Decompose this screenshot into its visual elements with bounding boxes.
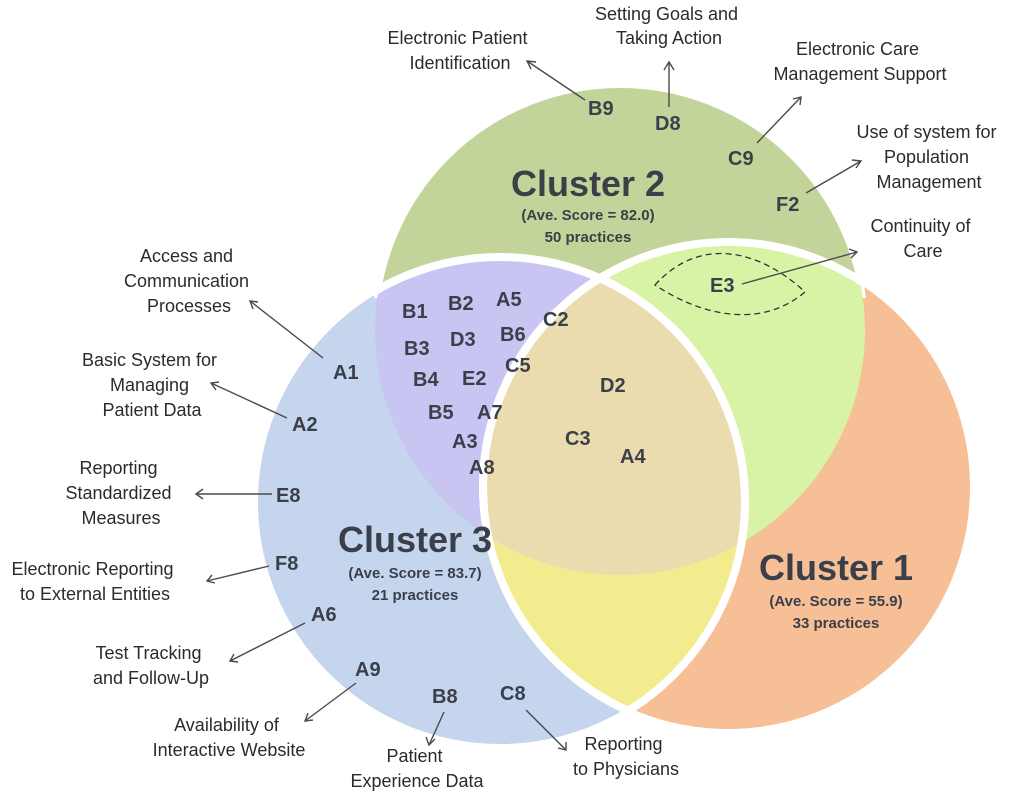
cluster-1-practices: 33 practices	[793, 615, 880, 632]
label-a9: Availability of Interactive Website	[153, 715, 306, 760]
label-a1: Access and Communication Processes	[124, 246, 254, 316]
practice-code: A2	[292, 414, 318, 436]
cluster-2-codes: B9 D8 C9 F2	[588, 98, 799, 216]
practice-code: B8	[432, 686, 458, 708]
overlap-2-3-codes: B1 B2 A5 C2 B3 D3 B6 B4 E2 C5 B5 A7 A3 A…	[402, 289, 569, 479]
cluster-2-score: (Ave. Score = 82.0)	[521, 207, 654, 224]
overlap-all-codes: D2 C3 A4	[565, 375, 646, 468]
arrow-b8	[428, 711, 445, 746]
practice-code: B6	[500, 324, 526, 346]
arrow-f8	[206, 565, 270, 582]
practice-code: B3	[404, 338, 430, 360]
practice-code: E3	[710, 275, 734, 297]
e3-dashed-region	[654, 252, 806, 316]
annotation-labels: Electronic Patient Identification Settin…	[11, 4, 1001, 791]
overlap-1-2-codes: E3	[710, 275, 734, 297]
arrow-a2	[210, 382, 288, 419]
arrow-c8	[525, 709, 567, 751]
arrowhead-f2	[851, 159, 863, 169]
arrowhead-b9	[525, 60, 537, 70]
label-b8: Patient Experience Data	[350, 746, 484, 791]
practice-code: E2	[462, 368, 486, 390]
cluster-3-title: Cluster 3	[338, 519, 492, 560]
label-f8: Electronic Reporting to External Entitie…	[11, 559, 178, 604]
practice-code: C3	[565, 428, 591, 450]
cluster-1-score: (Ave. Score = 55.9)	[769, 593, 902, 610]
arrowhead-a9	[303, 712, 314, 722]
practice-code: B5	[428, 402, 454, 424]
arrow-b9	[526, 60, 586, 101]
arrowhead-e3	[848, 248, 859, 259]
arrow-c9	[756, 96, 802, 144]
arrowhead-a6	[228, 653, 239, 663]
label-a2: Basic System for Managing Patient Data	[82, 350, 222, 420]
practice-code: C8	[500, 683, 526, 705]
practice-code: F2	[776, 194, 799, 216]
arrowhead-b8	[425, 736, 436, 747]
practice-code: D3	[450, 329, 476, 351]
practice-code: D2	[600, 375, 626, 397]
arrowhead-a2	[209, 381, 220, 391]
cluster-3-codes: A1 A2 E8 F8 A6 A9 B8 C8	[275, 362, 526, 708]
practice-code: A6	[311, 604, 337, 626]
arrow-a6	[229, 622, 306, 662]
practice-code: C9	[728, 148, 754, 170]
label-e3: Continuity of Care	[870, 216, 975, 261]
practice-code: A3	[452, 431, 478, 453]
label-d8: Setting Goals and Taking Action	[595, 4, 743, 48]
practice-code: F8	[275, 553, 298, 575]
practice-code: A9	[355, 659, 381, 681]
practice-code: B2	[448, 293, 474, 315]
arrowhead-e8	[194, 488, 204, 500]
cluster-3-practices: 21 practices	[372, 587, 459, 604]
practice-code: A7	[477, 402, 503, 424]
label-c8: Reporting to Physicians	[573, 734, 679, 779]
arrow-f2	[805, 160, 862, 194]
practice-code: B4	[413, 369, 439, 391]
label-f2: Use of system for Population Management	[856, 122, 1001, 192]
arrowhead-d8	[663, 60, 675, 71]
cluster-3-score: (Ave. Score = 83.7)	[348, 565, 481, 582]
practice-code: B9	[588, 98, 614, 120]
cluster-1-title: Cluster 1	[759, 547, 913, 588]
practice-code: A1	[333, 362, 359, 384]
annotation-arrows	[194, 60, 863, 751]
arrowhead-a1	[248, 300, 259, 310]
cluster-2-practices: 50 practices	[545, 229, 632, 246]
arrow-e3	[741, 251, 858, 285]
arrow-a1	[249, 300, 324, 359]
practice-code: C2	[543, 309, 569, 331]
practice-code: A5	[496, 289, 522, 311]
label-c9: Electronic Care Management Support	[773, 39, 946, 84]
practice-code: A8	[469, 457, 495, 479]
practice-code: C5	[505, 355, 531, 377]
label-e8: Reporting Standardized Measures	[65, 458, 176, 528]
practice-code: E8	[276, 485, 300, 507]
practice-code: B1	[402, 301, 428, 323]
label-b9: Electronic Patient Identification	[387, 28, 532, 73]
arrowhead-c8	[557, 742, 567, 751]
arrow-a9	[304, 682, 357, 722]
practice-code: D8	[655, 113, 681, 135]
cluster-2-title: Cluster 2	[511, 163, 665, 204]
arrowhead-c9	[792, 96, 802, 106]
label-a6: Test Tracking and Follow-Up	[93, 643, 209, 688]
arrowhead-f8	[205, 574, 216, 584]
practice-code: A4	[620, 446, 646, 468]
